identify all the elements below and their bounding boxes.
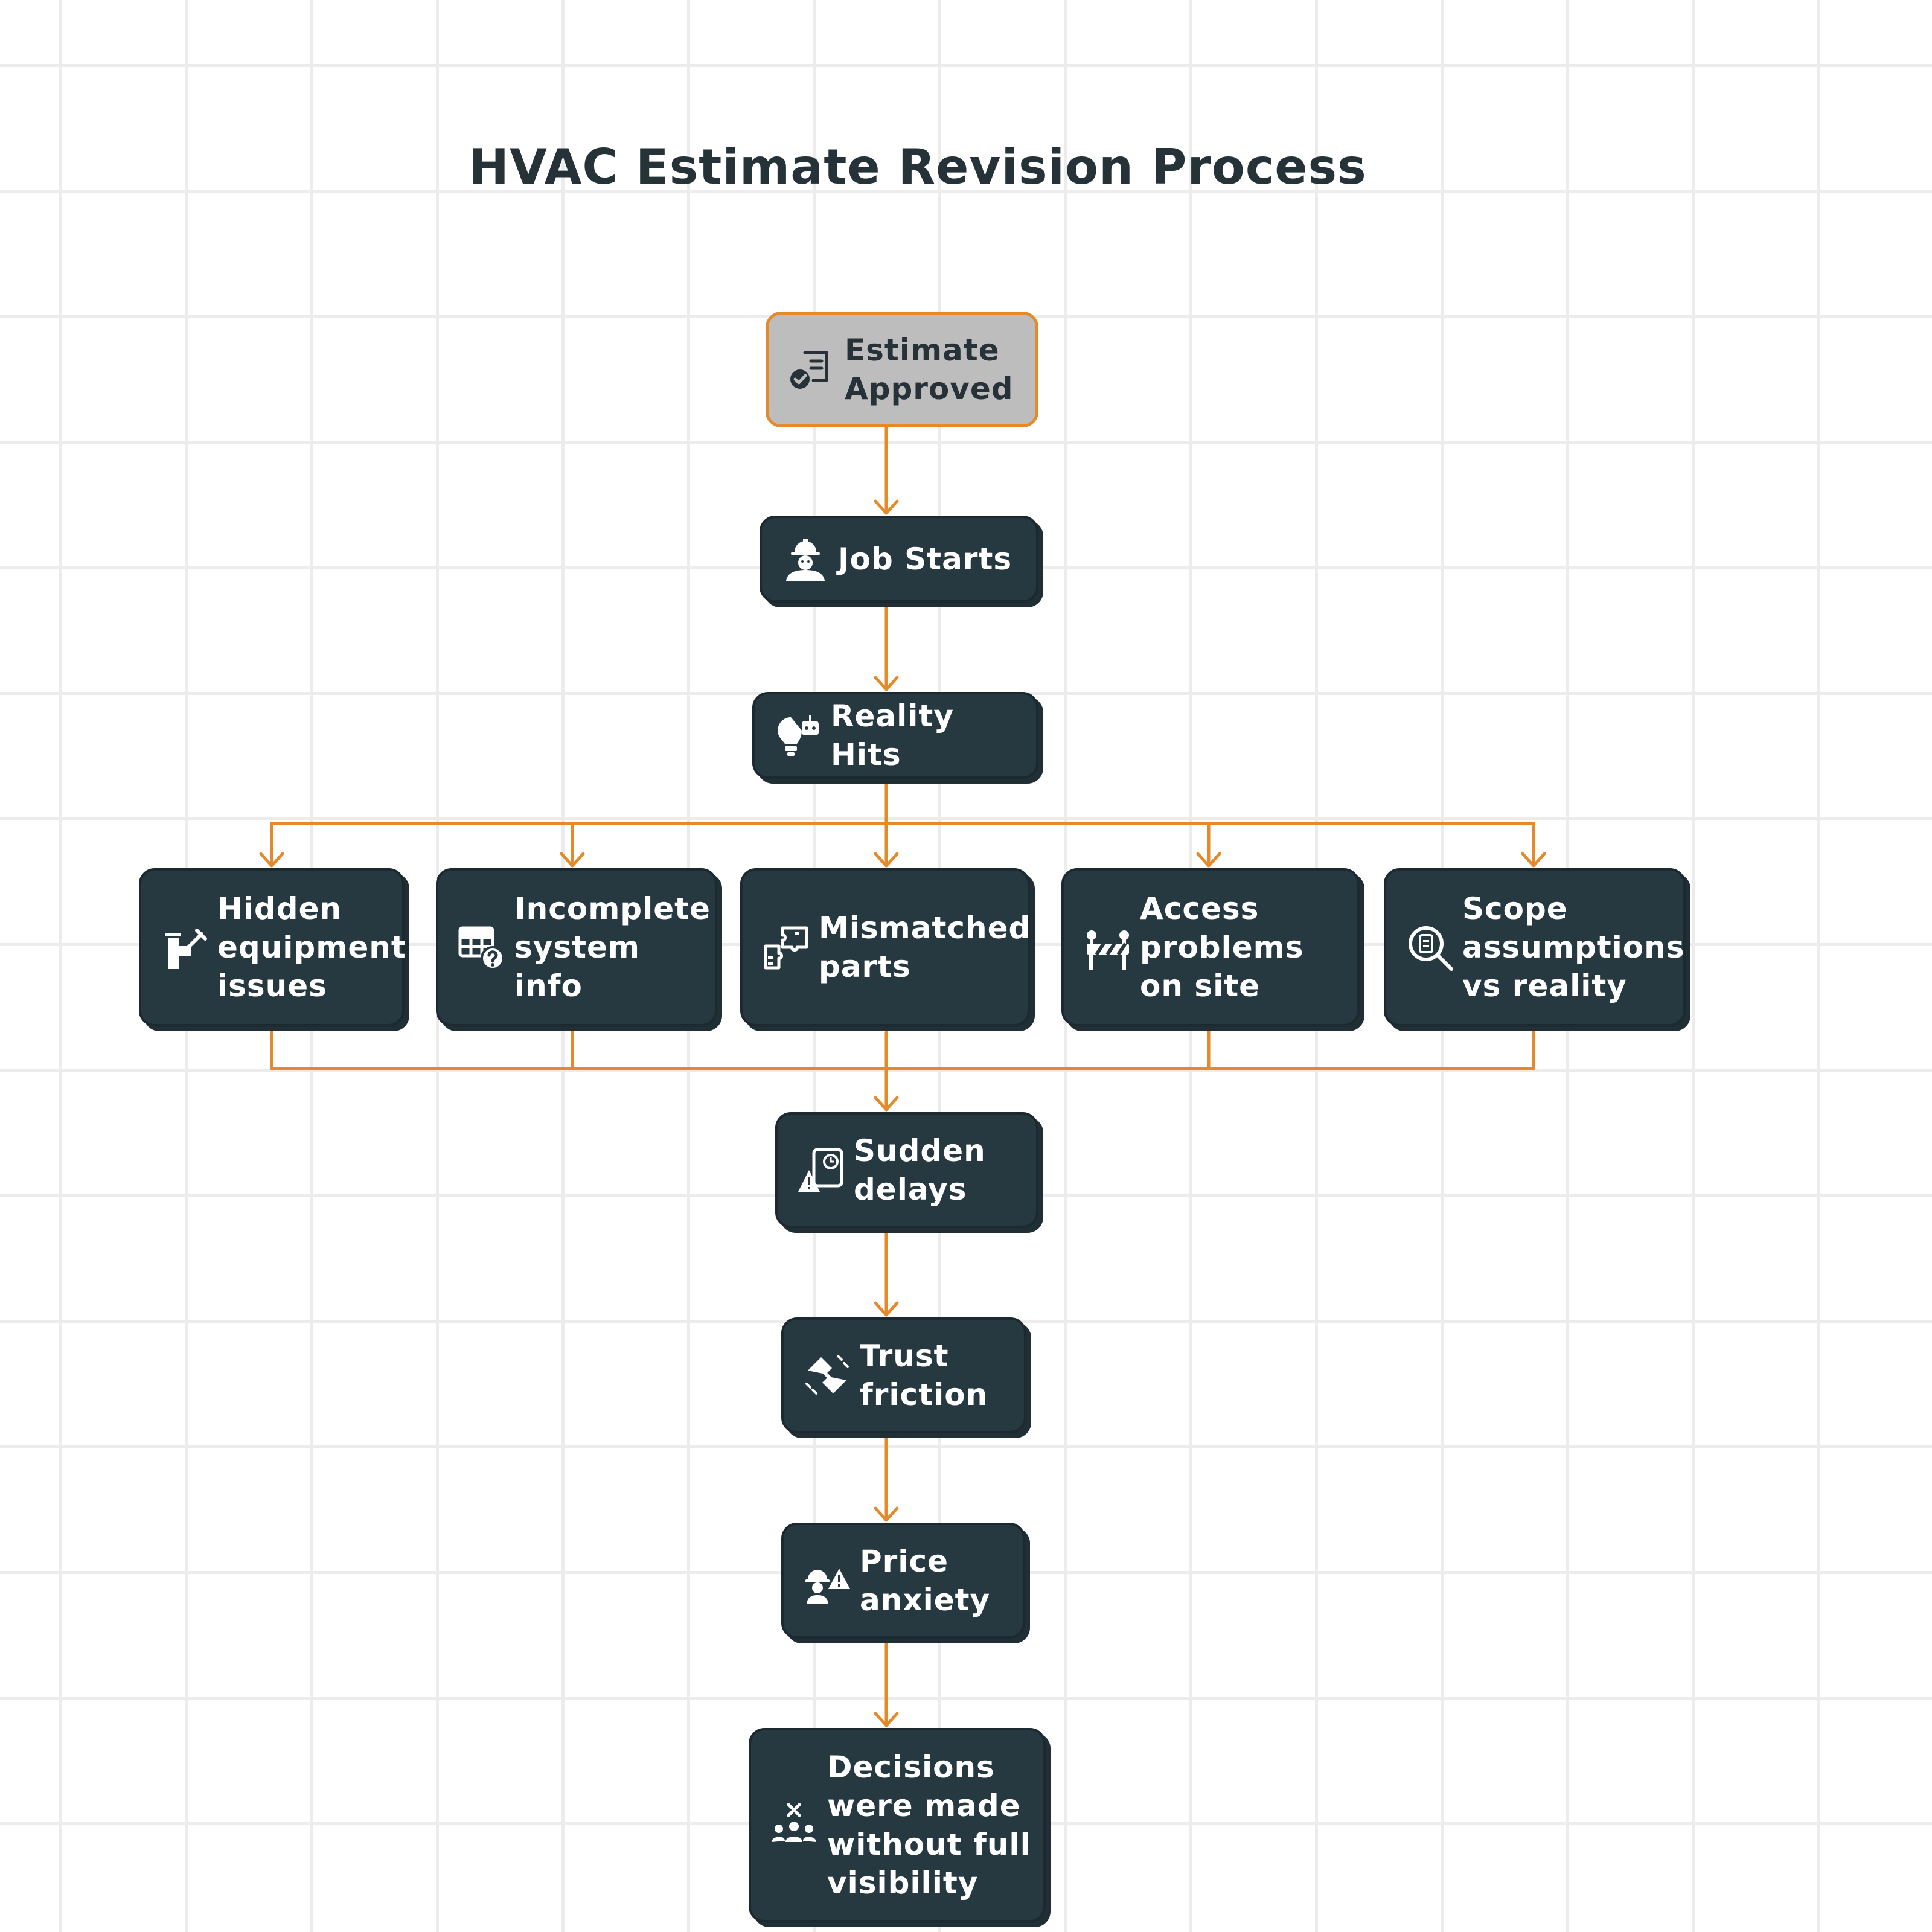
node-label: Scope assumptions vs reality [1462, 891, 1685, 1003]
node-incomplete-system-info[interactable]: Incomplete system info [436, 868, 717, 1026]
edge-price-to-decisions [874, 1638, 899, 1727]
node-label: Job Starts [838, 542, 1012, 577]
node-price-anxiety[interactable]: Price anxiety [781, 1523, 1025, 1639]
node-trust-friction[interactable]: Trust friction [781, 1317, 1026, 1433]
road-barrier-icon [1082, 922, 1133, 973]
edge-reality-to-branches [270, 778, 1535, 825]
handshake-break-icon [802, 1350, 852, 1401]
node-decisions-without-visibility[interactable]: Decisions were made without full visibil… [749, 1728, 1046, 1922]
node-label: Reality Hits [831, 699, 954, 772]
edge-branches-merge [270, 1021, 1535, 1070]
node-sudden-delays[interactable]: Sudden delays [775, 1112, 1038, 1228]
people-cross-icon [769, 1800, 820, 1850]
node-label: Sudden delays [854, 1133, 986, 1207]
edge-merge-to-delays [874, 1067, 899, 1112]
node-label: Incomplete system info [514, 891, 711, 1003]
edge-trust-to-price [874, 1433, 899, 1522]
edge-delays-to-trust [874, 1227, 899, 1317]
node-label: Mismatched parts [819, 910, 1031, 984]
document-check-icon [787, 344, 837, 395]
edge-approved-to-job [874, 425, 899, 515]
lightbulb-robot-icon [773, 710, 824, 761]
magnify-document-icon [1404, 922, 1455, 973]
puzzle-pieces-icon [761, 922, 811, 973]
edge-job-to-reality [874, 602, 899, 691]
node-label: Price anxiety [860, 1544, 991, 1617]
node-label: Decisions were made without full visibil… [827, 1750, 1031, 1901]
worker-warning-icon [802, 1555, 852, 1606]
edge-to-hidden [259, 822, 284, 868]
construction-worker-icon [780, 534, 831, 584]
pipe-wrench-icon [159, 922, 210, 973]
node-access-problems[interactable]: Access problems on site [1061, 868, 1360, 1026]
clock-warning-icon [796, 1145, 846, 1195]
edge-to-access [1196, 822, 1221, 868]
node-estimate-approved[interactable]: Estimate Approved [766, 312, 1038, 427]
node-label: Hidden equipment issues [217, 891, 406, 1003]
node-label: Trust friction [860, 1339, 988, 1412]
node-scope-assumptions[interactable]: Scope assumptions vs reality [1384, 868, 1686, 1026]
diagram-title: HVAC Estimate Revision Process [469, 139, 1367, 195]
edge-to-incomplete [560, 822, 585, 868]
node-job-starts[interactable]: Job Starts [760, 516, 1038, 603]
node-reality-hits[interactable]: Reality Hits [752, 692, 1038, 779]
edge-to-mismatched [874, 822, 899, 868]
node-label: Access problems on site [1140, 891, 1304, 1003]
node-mismatched-parts[interactable]: Mismatched parts [740, 868, 1030, 1026]
node-hidden-equipment-issues[interactable]: Hidden equipment issues [139, 868, 406, 1026]
edge-to-scope [1521, 822, 1546, 868]
node-label: Estimate Approved [845, 333, 1014, 406]
table-question-icon [456, 922, 507, 973]
